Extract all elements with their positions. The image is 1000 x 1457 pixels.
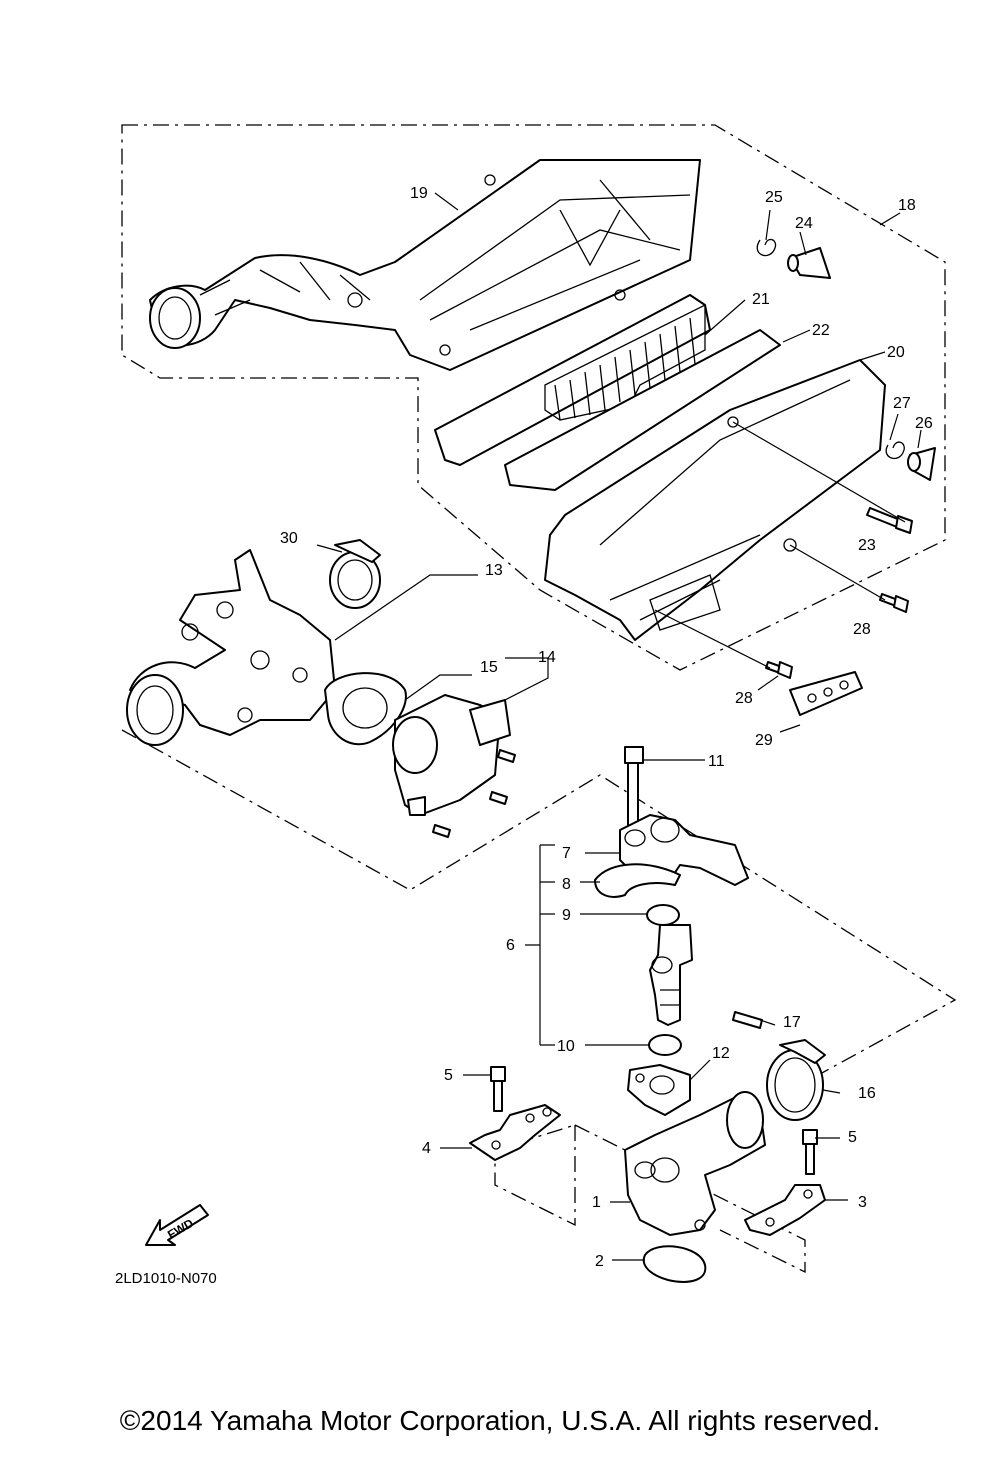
callout-29: 29 <box>755 732 773 749</box>
callout-1: 1 <box>592 1194 601 1211</box>
callout-20: 20 <box>887 344 905 361</box>
bolt-28-lower <box>765 661 793 679</box>
bracket-left <box>469 1104 561 1161</box>
bracket-plate <box>789 671 863 716</box>
sensor-gasket <box>324 672 407 746</box>
intake-joint <box>624 1091 766 1236</box>
bolt-11 <box>624 746 644 830</box>
callout-24: 24 <box>795 215 813 232</box>
fuel-injector <box>649 924 693 1026</box>
callout-26: 26 <box>915 415 933 432</box>
callout-10: 10 <box>557 1038 575 1055</box>
forward-arrow-icon: FWD <box>145 1204 209 1246</box>
clip-upper <box>756 238 777 257</box>
callout-4: 4 <box>422 1140 431 1157</box>
injector-holder <box>627 1064 691 1116</box>
callout-28-upper: 28 <box>853 621 871 638</box>
bolt-28-upper <box>879 593 909 613</box>
callout-15: 15 <box>480 659 498 676</box>
callout-2: 2 <box>595 1253 604 1270</box>
callout-30: 30 <box>280 530 298 547</box>
bolt-23 <box>866 507 913 534</box>
callout-19: 19 <box>410 185 428 202</box>
callout-23: 23 <box>858 537 876 554</box>
callout-12: 12 <box>712 1045 730 1062</box>
callout-22: 22 <box>812 322 830 339</box>
callout-5-left: 5 <box>444 1067 453 1084</box>
callout-14: 14 <box>538 649 556 666</box>
callout-7: 7 <box>562 845 571 862</box>
screw-5-left <box>490 1066 506 1112</box>
sensor-screws <box>432 749 516 838</box>
gasket <box>504 329 781 491</box>
injector-clip <box>594 863 681 898</box>
air-intake-duct <box>149 159 701 371</box>
hose-clamp-lower <box>766 1039 826 1121</box>
o-ring-upper <box>646 904 680 926</box>
screw-5-right <box>802 1129 818 1175</box>
callout-17: 17 <box>783 1014 801 1031</box>
callout-9: 9 <box>562 907 571 924</box>
callout-numbers: 19 25 24 18 21 22 20 27 26 23 28 28 29 3… <box>280 185 933 1270</box>
throttle-body <box>126 549 336 746</box>
callout-5-right: 5 <box>848 1129 857 1146</box>
drain-plug-lower <box>907 447 936 481</box>
callout-3: 3 <box>858 1194 867 1211</box>
callout-16: 16 <box>858 1085 876 1102</box>
drain-plug-upper <box>787 247 831 279</box>
callout-8: 8 <box>562 876 571 893</box>
callout-25: 25 <box>765 189 783 206</box>
callout-18: 18 <box>898 197 916 214</box>
air-box-cover <box>544 359 886 641</box>
callout-21: 21 <box>752 291 770 308</box>
leader-lines <box>316 192 922 1261</box>
callout-6: 6 <box>506 937 515 954</box>
airbox-group-boundary <box>121 124 946 671</box>
intake-gasket <box>642 1245 707 1283</box>
throttle-group-boundary <box>121 729 957 1086</box>
diagram-code: 2LD1010-N070 <box>115 1270 217 1287</box>
pin <box>732 1011 763 1029</box>
hose-clamp-upper <box>329 539 381 609</box>
throttle-position-sensor <box>392 694 511 816</box>
callout-28-lower: 28 <box>735 690 753 707</box>
bracket-right <box>744 1184 826 1236</box>
clip-lower <box>885 441 905 460</box>
callout-13: 13 <box>485 562 503 579</box>
callout-11: 11 <box>708 753 725 770</box>
o-ring-lower <box>648 1034 682 1056</box>
copyright-notice: ©2014 Yamaha Motor Corporation, U.S.A. A… <box>119 1405 881 1436</box>
callout-27: 27 <box>893 395 911 412</box>
